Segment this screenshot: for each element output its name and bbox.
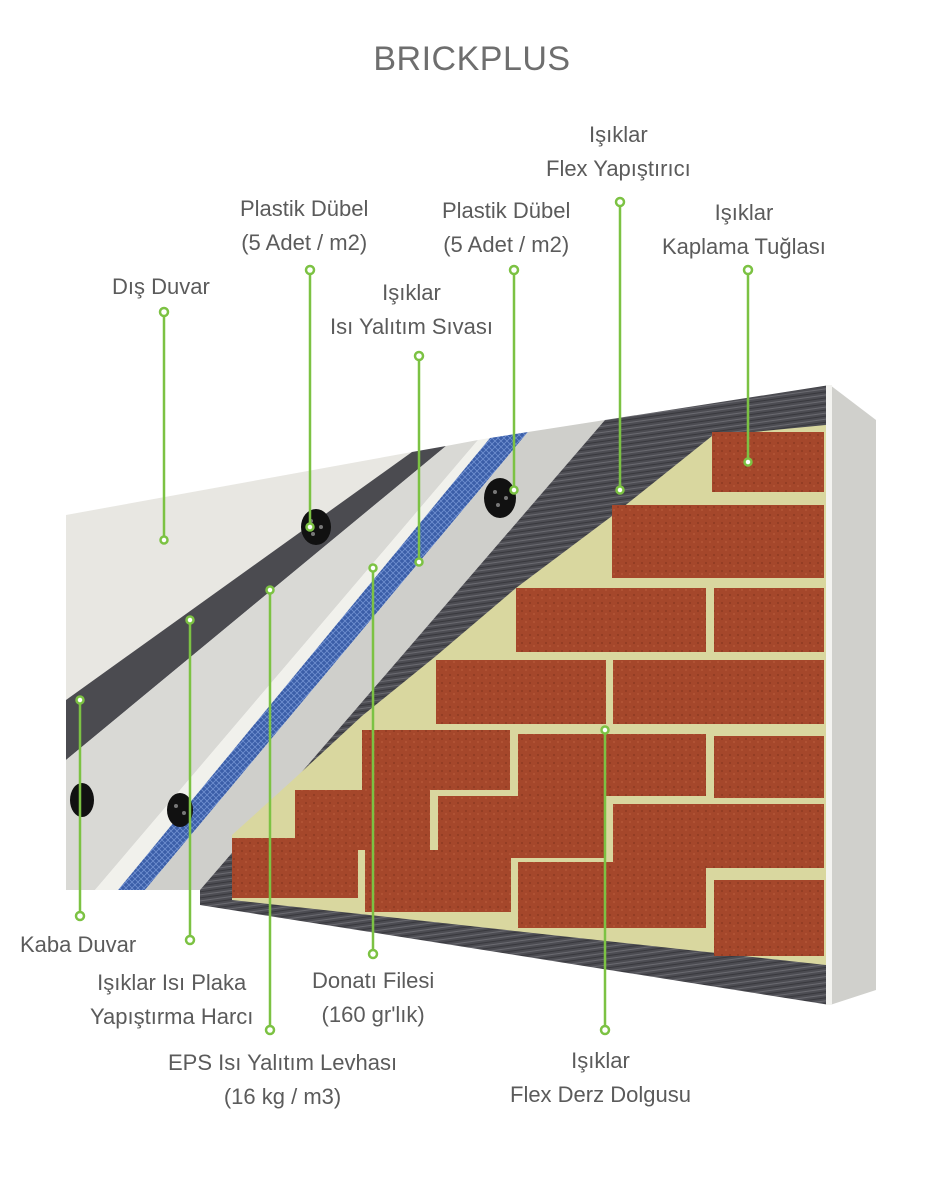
adhesive-layer <box>66 440 478 890</box>
diagram-title: BRICKPLUS <box>373 40 571 78</box>
plastic-dowel-2 <box>484 478 516 518</box>
leader-dots <box>74 196 754 1036</box>
label-plaka-yapistirma-harci: Işıklar Isı Plaka Yapıştırma Harcı <box>90 970 254 1029</box>
base-plaster-layer <box>145 420 605 890</box>
label-plastik-dubel-2: Plastik Dübel (5 Adet / m2) <box>442 198 571 257</box>
plastic-dowel-4 <box>70 783 94 817</box>
edge-board <box>830 385 876 1005</box>
label-flex-derz-dolgusu: Işıklar Flex Derz Dolgusu <box>510 1048 691 1107</box>
brick-cladding <box>232 425 826 965</box>
mesh-layer <box>118 432 528 890</box>
eps-layer <box>95 438 490 890</box>
leader-lines <box>78 204 750 1028</box>
label-plastik-dubel-1: Plastik Dübel (5 Adet / m2) <box>240 196 369 255</box>
plastic-dowel-3 <box>167 793 193 827</box>
label-isi-yalitim-sivasi: Işıklar Isı Yalıtım Sıvası <box>330 280 494 339</box>
label-kaba-duvar: Kaba Duvar <box>20 932 137 957</box>
label-donati-filesi: Donatı Filesi (160 gr'lık) <box>312 968 435 1027</box>
label-eps-levhasi: EPS Isı Yalıtım Levhası (16 kg / m3) <box>168 1050 398 1109</box>
label-flex-yapistirici: Işıklar Flex Yapıştırıcı <box>546 122 691 181</box>
label-dis-duvar: Dış Duvar <box>112 274 210 299</box>
label-kaplama-tuglasi: Işıklar Kaplama Tuğlası <box>662 200 826 259</box>
